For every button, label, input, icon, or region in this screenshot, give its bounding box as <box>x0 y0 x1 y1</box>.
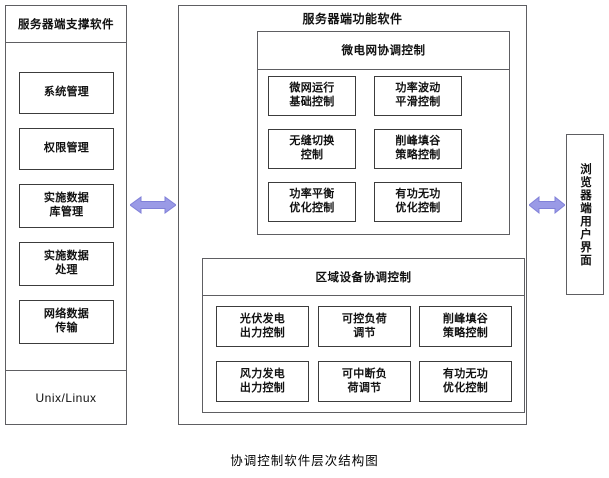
microgrid-title-divider <box>257 69 510 70</box>
area-device-title-divider <box>202 295 525 296</box>
microgrid-module-seamless-switching-control[interactable]: 无缝切换 控制 <box>268 129 356 169</box>
microgrid-module-peak-shaving-strategy[interactable]: 削峰填谷 策略控制 <box>374 129 462 169</box>
support-module-database-management[interactable]: 实施数据 库管理 <box>19 184 114 228</box>
operating-system-label: Unix/Linux <box>35 390 97 405</box>
support-module-network-transmission[interactable]: 网络数据 传输 <box>19 300 114 344</box>
area-module-active-reactive-optimization[interactable]: 有功无功 优化控制 <box>419 361 512 402</box>
microgrid-coordination-title: 微电网协调控制 <box>341 45 426 57</box>
area-module-controllable-load-regulation[interactable]: 可控负荷 调节 <box>318 306 411 347</box>
microgrid-module-power-fluctuation-smoothing[interactable]: 功率波动 平滑控制 <box>374 76 462 116</box>
left-panel-title-divider <box>5 42 127 43</box>
microgrid-module-basic-operation-control[interactable]: 微网运行 基础控制 <box>268 76 356 116</box>
area-device-coordination-title: 区域设备协调控制 <box>315 271 412 284</box>
support-module-data-processing[interactable]: 实施数据 处理 <box>19 242 114 286</box>
support-module-permission-management[interactable]: 权限管理 <box>19 128 114 170</box>
area-module-interruptible-load-regulation[interactable]: 可中断负 荷调节 <box>318 361 411 402</box>
microgrid-module-power-balance-optimization[interactable]: 功率平衡 优化控制 <box>268 182 356 222</box>
center-panel-title: 服务器端功能软件 <box>302 11 403 26</box>
area-module-wind-output-control[interactable]: 风力发电 出力控制 <box>216 361 309 402</box>
area-module-peak-shaving-strategy[interactable]: 削峰填谷 策略控制 <box>419 306 512 347</box>
area-module-pv-output-control[interactable]: 光伏发电 出力控制 <box>216 306 309 347</box>
support-module-system-management[interactable]: 系统管理 <box>19 72 114 114</box>
left-panel-os-divider <box>5 370 127 371</box>
browser-user-interface-panel <box>566 134 604 295</box>
center-right-double-arrow-icon <box>529 195 565 215</box>
microgrid-module-active-reactive-optimization[interactable]: 有功无功 优化控制 <box>374 182 462 222</box>
figure-caption: 协调控制软件层次结构图 <box>230 453 379 468</box>
left-panel-title: 服务器端支撑软件 <box>18 18 114 31</box>
left-center-double-arrow-icon <box>130 196 176 214</box>
browser-user-interface-label: 浏览器端用户界面 <box>579 162 591 267</box>
